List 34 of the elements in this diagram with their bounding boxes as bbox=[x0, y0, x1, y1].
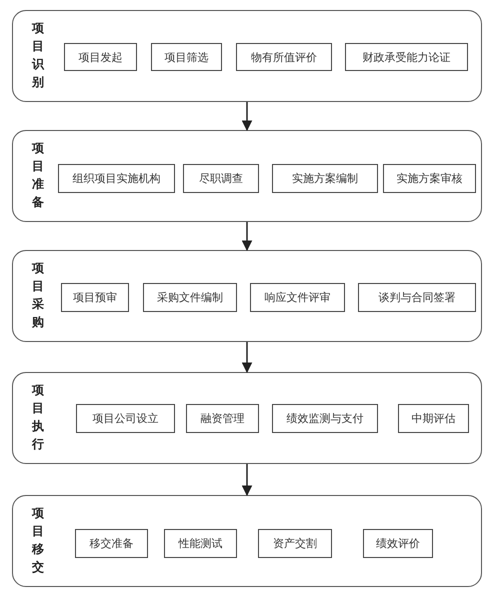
step-box: 尽职调查 bbox=[183, 164, 259, 193]
stage-panel bbox=[12, 495, 482, 587]
arrow bbox=[242, 464, 252, 496]
step-box: 谈判与合同签署 bbox=[358, 283, 476, 312]
step-box: 性能测试 bbox=[164, 529, 237, 558]
stage-title: 项目采购 bbox=[31, 260, 45, 331]
stage-title: 项目准备 bbox=[31, 140, 45, 211]
stage-title: 项目移交 bbox=[31, 505, 45, 576]
stage-panel bbox=[12, 372, 482, 464]
step-box: 实施方案审核 bbox=[383, 164, 476, 193]
step-box: 组织项目实施机构 bbox=[58, 164, 175, 193]
step-box: 项目发起 bbox=[64, 43, 137, 71]
step-box: 资产交割 bbox=[258, 529, 332, 558]
step-box: 物有所值评价 bbox=[236, 43, 332, 71]
arrow bbox=[242, 222, 252, 252]
step-box: 采购文件编制 bbox=[143, 283, 237, 312]
stage-panel bbox=[12, 250, 482, 342]
step-box: 项目公司设立 bbox=[76, 404, 175, 433]
step-box: 项目筛选 bbox=[151, 43, 222, 71]
step-box: 绩效监测与支付 bbox=[272, 404, 378, 433]
step-box: 中期评估 bbox=[398, 404, 469, 433]
step-box: 财政承受能力论证 bbox=[345, 43, 468, 71]
stage-panel bbox=[12, 130, 482, 222]
step-box: 实施方案编制 bbox=[272, 164, 378, 193]
step-box: 移交准备 bbox=[75, 529, 148, 558]
step-box: 绩效评价 bbox=[363, 529, 433, 558]
step-box: 响应文件评审 bbox=[250, 283, 345, 312]
stage-title: 项目执行 bbox=[31, 382, 45, 453]
step-box: 融资管理 bbox=[186, 404, 259, 433]
arrow bbox=[242, 102, 252, 132]
arrow bbox=[242, 342, 252, 374]
stage-title: 项目识别 bbox=[31, 20, 45, 91]
step-box: 项目预审 bbox=[61, 283, 129, 312]
stage-panel bbox=[12, 10, 482, 102]
